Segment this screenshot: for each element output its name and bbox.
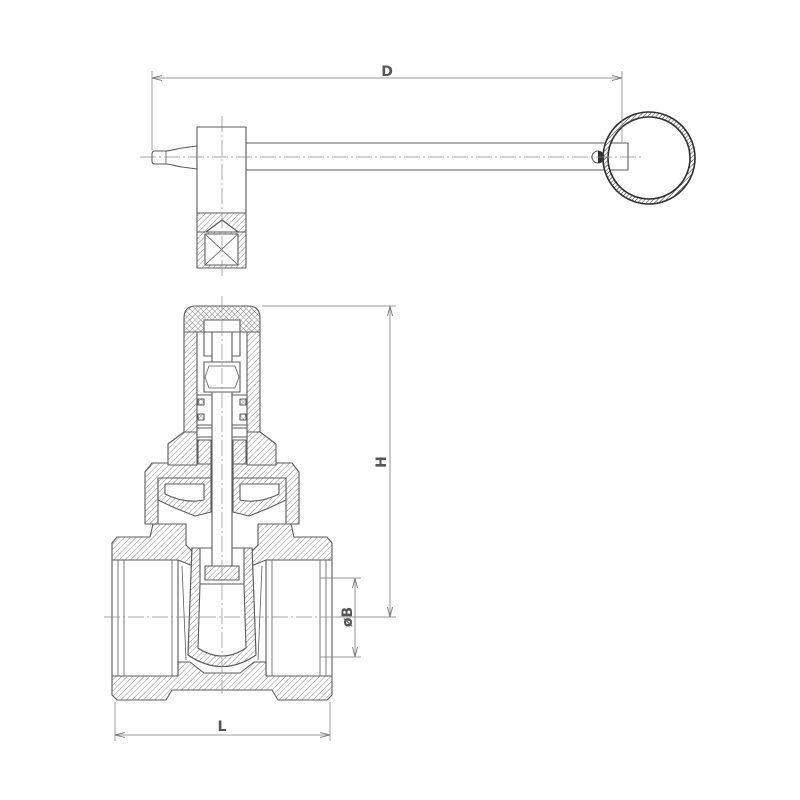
bonnet-nut [144,462,300,525]
dimension-h-label: H [374,456,390,468]
body-left-upper-wall [111,523,194,567]
dimension-l: L [114,702,331,741]
bonnet-shoulder-left [167,431,198,466]
packing-right [232,439,247,465]
key-square-socket-cross [204,233,239,266]
dimension-l-label: L [218,719,227,735]
key-rod [245,142,629,171]
dimension-d: D [151,64,623,150]
dimension-d-label: D [381,64,393,80]
left-seat-line [181,565,187,661]
gland-right [232,477,287,517]
gland-left [157,477,212,517]
stem-operating-nut-hex [204,365,240,389]
o-ring-left-lower [197,413,205,421]
key-handle-block [196,126,247,214]
dimension-b-label: øB [340,607,356,627]
bonnet-wall-right [246,329,261,433]
gate-valve-section [104,296,344,701]
packing-left [197,439,212,465]
key-tip [151,145,198,170]
bonnet-wall-left [183,329,198,433]
o-ring-right-upper [239,398,247,406]
dimension-b: øB [320,577,361,658]
t-key [140,111,696,278]
right-seat-line [257,565,263,661]
bonnet-cap [183,305,261,333]
key-ring [602,111,696,205]
o-ring-left-upper [197,398,205,406]
dimension-h: H [262,305,396,618]
bonnet-shoulder-right [246,431,277,466]
body-right-upper-wall [250,523,333,567]
o-ring-right-lower [239,413,247,421]
